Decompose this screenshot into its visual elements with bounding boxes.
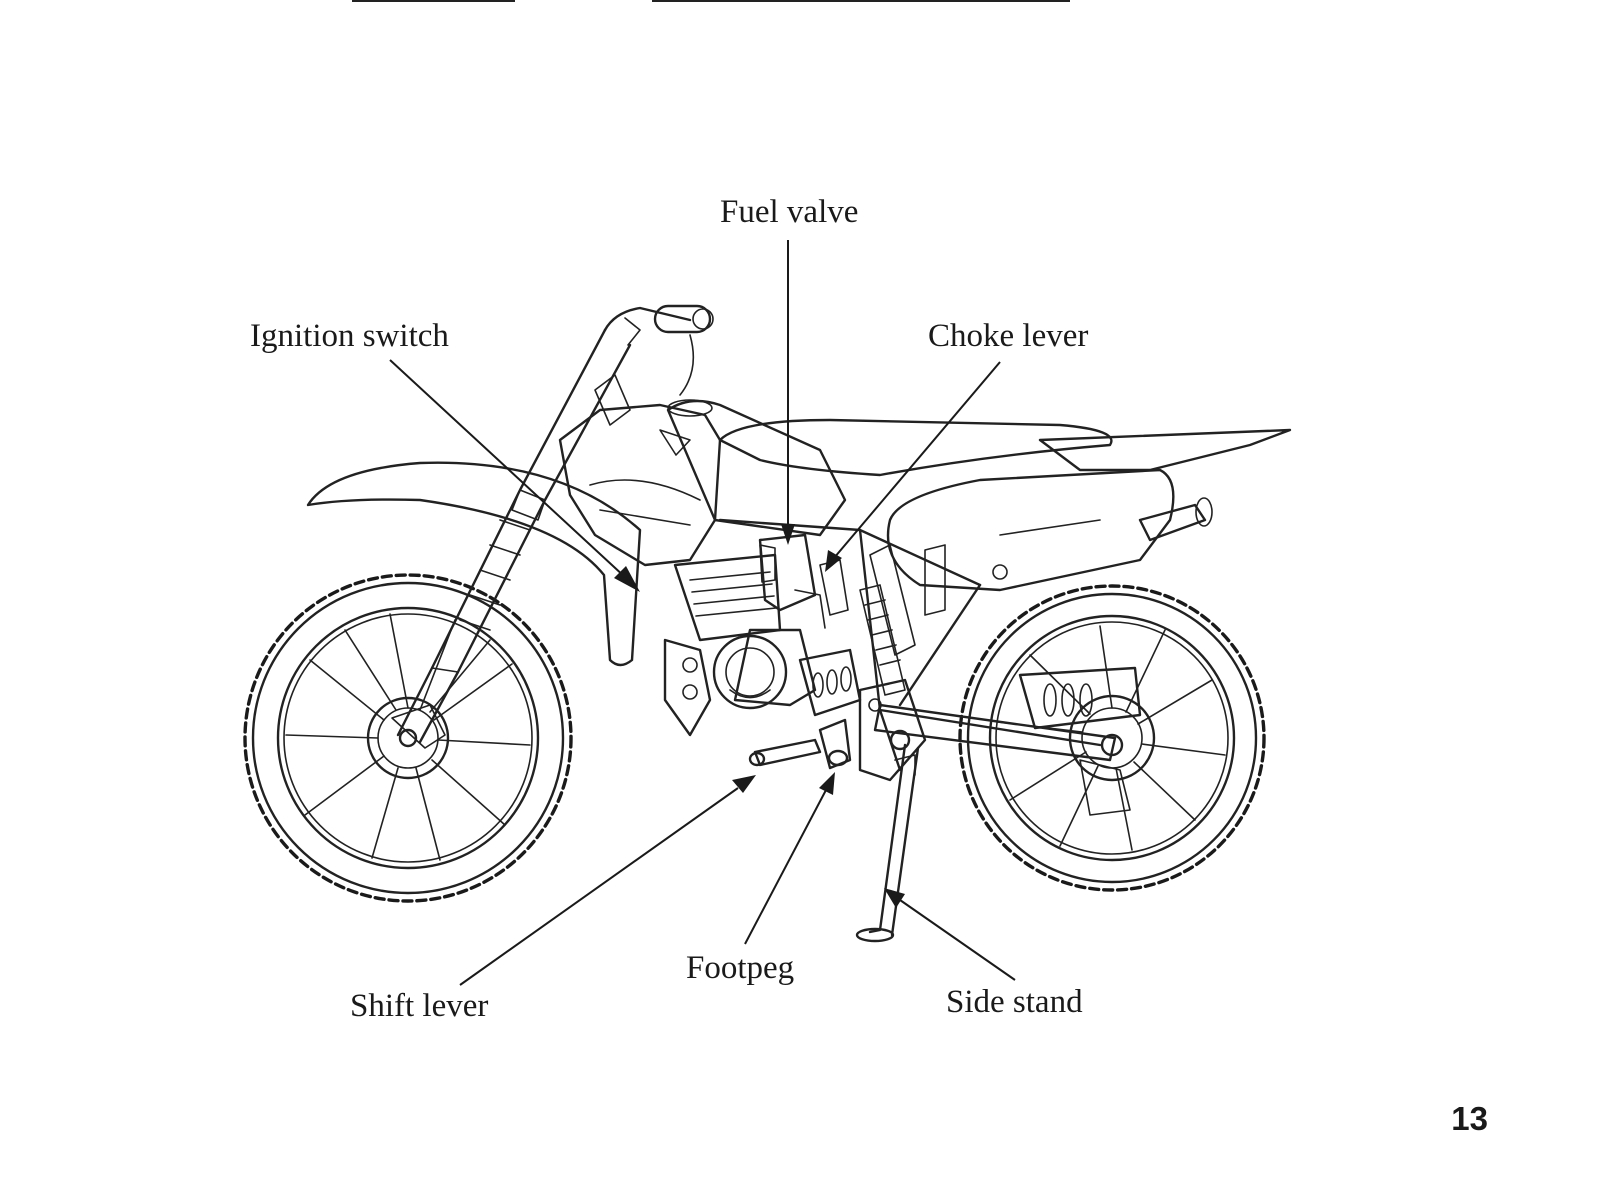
side-panel	[886, 468, 1175, 592]
callout-side-stand: Side stand	[884, 888, 1083, 1020]
callout-fuel-valve: Fuel valve	[720, 194, 858, 545]
motorcycle-illustration	[243, 304, 1292, 943]
front-wheel-spokes	[285, 613, 531, 861]
callout-footpeg: Footpeg	[686, 772, 835, 986]
front-fork	[391, 328, 632, 749]
muffler	[1138, 497, 1213, 542]
shift-lever-label: Shift lever	[350, 988, 488, 1024]
footpeg-label: Footpeg	[686, 950, 794, 986]
rear-shock	[859, 584, 906, 696]
ignition-switch-label: Ignition switch	[250, 318, 449, 354]
callout-ignition-switch: Ignition switch	[250, 318, 640, 592]
front-fender	[306, 461, 642, 667]
footpeg-assembly	[748, 718, 852, 770]
swingarm	[873, 666, 1142, 816]
fuel-valve-label: Fuel valve	[720, 194, 858, 230]
engine	[663, 533, 862, 737]
seat	[718, 418, 1113, 477]
callouts: Fuel valve Ignition switch Choke lever S…	[250, 194, 1088, 1024]
page-number: 13	[1451, 1100, 1488, 1137]
fuel-tank	[666, 399, 847, 537]
choke-lever-label: Choke lever	[928, 318, 1088, 354]
frame-plate	[858, 678, 927, 782]
callout-choke-lever: Choke lever	[825, 318, 1088, 572]
side-stand	[855, 743, 920, 943]
rear-fender	[1038, 428, 1292, 472]
side-stand-label: Side stand	[946, 984, 1083, 1020]
callout-shift-lever: Shift lever	[350, 775, 756, 1024]
handlebar	[594, 304, 714, 426]
front-wheel	[243, 573, 573, 903]
